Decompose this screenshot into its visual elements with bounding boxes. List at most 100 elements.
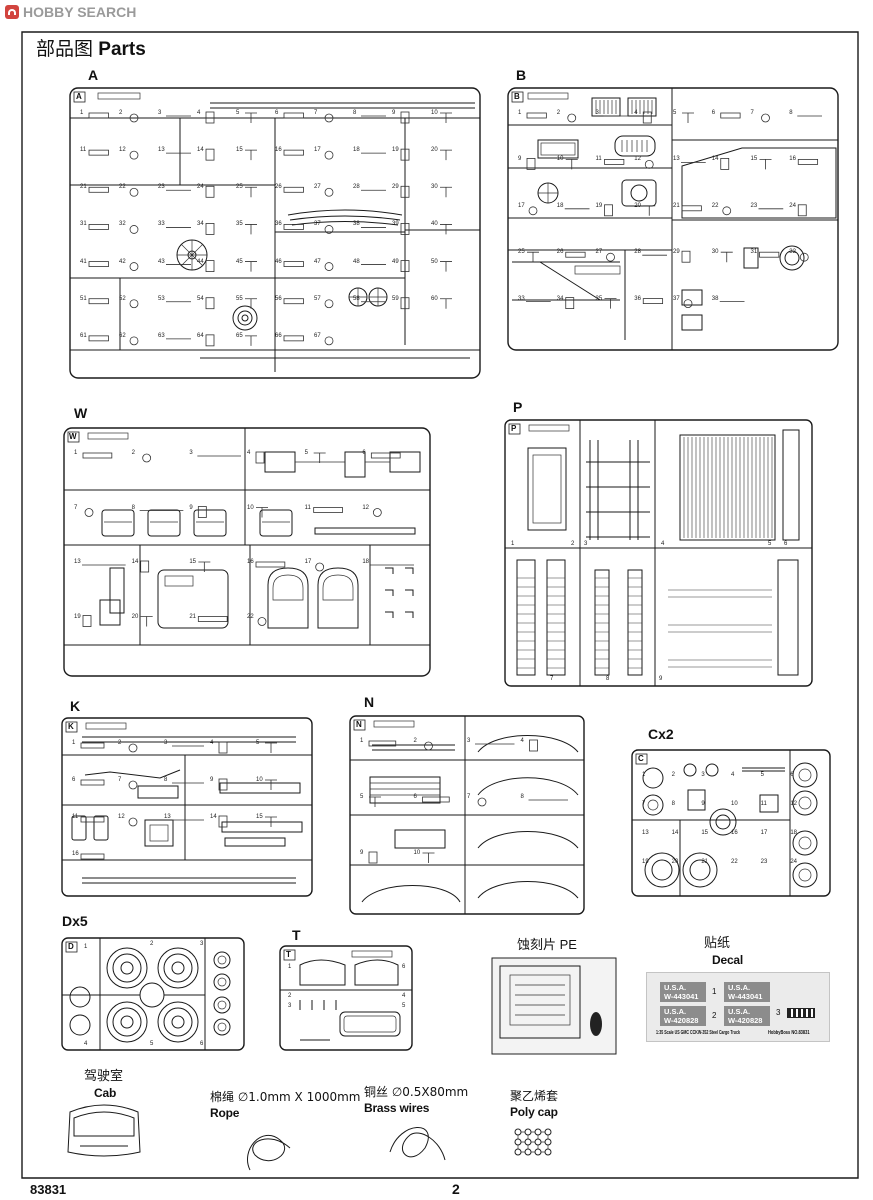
part-number: 6 [413,794,417,800]
part-number: 36 [634,295,641,302]
part-outline [526,112,547,119]
part-number: 7 [642,801,646,807]
part-outline [245,335,257,346]
part-number: 18 [362,559,370,565]
part-outline [324,113,334,123]
part-number: 42 [119,258,126,265]
part-outline [140,560,150,573]
part-number: 11 [304,504,311,511]
part-outline [84,508,94,517]
part-number: 22 [731,859,738,865]
part-number: 5 [402,1003,406,1009]
part-number: 9 [360,850,364,856]
part-outline [197,506,207,518]
decal-brand: HobbyBoss NO.83831 [768,1030,810,1036]
part-number: 10 [247,504,254,511]
slat-line [517,577,642,669]
page-title: 部品图 Parts [36,40,146,60]
part-number: 63 [158,332,165,339]
part-number: 14 [711,156,719,163]
part-number: 2 [150,941,154,947]
part-number: 10 [413,850,421,856]
part-outline [88,149,109,156]
part-number: 22 [119,184,126,191]
part-number: 15 [750,156,758,163]
part-outline [218,778,228,791]
brass-wires-label-cn: 铜丝 ∅0.5X80mm [364,1085,469,1099]
sprue-n-drawing [349,715,585,915]
part-number: 66 [275,332,282,339]
sprue-p-drawing [504,419,813,687]
part-number: 1 [288,964,292,970]
part-outline [565,159,578,170]
brass-wire-drawing [389,1127,446,1161]
part-outline [245,186,257,198]
part-number: 15 [256,814,263,820]
part-outline [604,298,617,309]
part-outline [424,741,433,751]
part-number: 47 [314,258,321,265]
part-number: 39 [392,221,399,228]
part-outline [324,299,334,309]
part-number: 28 [353,184,360,191]
part-outline [372,508,382,517]
part-number: 13 [642,830,649,836]
part-number: 2 [288,993,292,999]
marking-line: W-420828 [728,1016,763,1025]
part-outline [283,261,304,267]
part-outline [440,298,452,309]
decal-marking-2-right: U.S.A. W-420828 [724,1006,770,1026]
part-number: 49 [392,258,399,265]
part-outline [205,111,215,124]
part-number: 19 [642,859,649,865]
part-number: 26 [556,249,564,256]
part-outline [129,150,139,160]
part-outline [80,779,105,786]
part-outline [255,561,286,568]
part-number: 7 [74,504,78,511]
part-outline [720,157,730,170]
page-frame [21,31,859,1179]
part-number: 19 [392,147,399,154]
part-number: 5 [304,450,308,456]
part-number: 9 [210,777,214,783]
part-outline [761,113,770,123]
part-outline [82,452,113,459]
sprue-w-drawing [63,427,431,677]
part-number: 20 [634,202,641,209]
part-number: 32 [789,249,796,256]
part-number: 7 [750,110,754,116]
decal-number-1: 1 [712,987,717,996]
sprue-a-tag: A [76,92,82,101]
part-number: 8 [606,676,610,682]
part-outline [88,298,109,305]
part-outline [440,224,452,235]
part-number: 1 [80,110,84,116]
part-number: 27 [595,249,603,256]
part-number: 4 [197,110,201,116]
part-number: 1 [642,772,646,778]
part-number: 13 [164,814,171,820]
part-number: 4 [661,541,665,547]
generated-part-outlines [80,111,822,864]
part-number: 18 [556,202,564,209]
part-number: 15 [189,559,197,565]
part-outline [205,260,215,272]
part-number: 24 [790,859,798,865]
part-number: 6 [72,777,76,783]
part-number: 21 [80,184,87,191]
part-number: 1 [360,738,364,744]
decal-caption: 1:35 Scale US GMC CCKW-352 Steel Cargo T… [656,1030,740,1036]
part-number: 20 [131,613,139,620]
part-outline [606,252,615,262]
part-number: 18 [353,147,360,154]
part-outline [642,111,652,124]
part-number: 55 [236,295,243,302]
part-number: 44 [197,258,204,265]
part-outline [565,297,575,310]
part-number: 17 [760,830,768,836]
sprue-b-drawing [507,87,839,351]
part-number: 6 [402,964,406,970]
photo-etch-label-cn: 蚀刻片 [517,938,557,953]
cab-label-en: Cab [94,1086,117,1100]
